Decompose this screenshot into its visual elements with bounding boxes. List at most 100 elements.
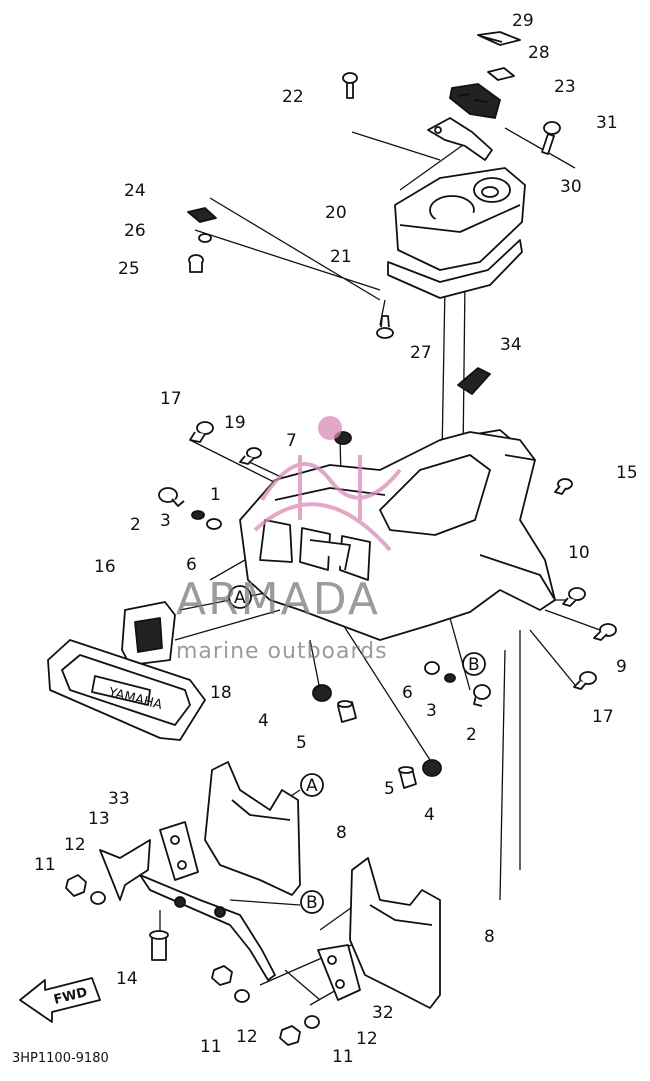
ref-a-circle-lower: A xyxy=(300,773,324,797)
watermark-logo-icon xyxy=(253,416,402,552)
label-11-right: 11 xyxy=(332,1047,354,1067)
ref-a-label-upper: A xyxy=(234,588,246,608)
watermark-title: ARMADA xyxy=(176,574,380,625)
part-8-mudflap-right xyxy=(349,857,441,1009)
part-25-screw xyxy=(188,254,204,273)
part-27-screw xyxy=(376,315,394,339)
part-17-screw-upper xyxy=(189,421,214,443)
part-11-nut-left xyxy=(65,874,87,897)
part-11-nut-center xyxy=(211,965,233,986)
label-4-left: 4 xyxy=(258,711,269,731)
flap-stay-bar xyxy=(139,874,276,981)
label-26: 26 xyxy=(124,221,146,241)
label-33: 33 xyxy=(108,789,130,809)
label-8-left: 8 xyxy=(336,823,347,843)
part-6-washer-left xyxy=(206,518,222,530)
part-31-screw xyxy=(541,121,561,155)
label-21: 21 xyxy=(330,247,352,267)
part-2-bolt-right xyxy=(473,684,491,707)
label-13: 13 xyxy=(88,809,110,829)
label-12-left: 12 xyxy=(64,835,86,855)
part-12-washer-right xyxy=(304,1015,320,1029)
part-22-screw xyxy=(342,72,358,99)
part-21-gasket xyxy=(387,239,523,299)
part-20-meter-panel xyxy=(394,167,526,271)
label-5-right: 5 xyxy=(384,779,395,799)
part-10-screw xyxy=(562,587,586,607)
part-3-washer-right xyxy=(444,673,456,683)
label-25: 25 xyxy=(118,259,140,279)
label-12-right: 12 xyxy=(356,1029,378,1049)
part-1-front-fender xyxy=(239,429,556,641)
label-14: 14 xyxy=(116,969,138,989)
part-17-screw-lower xyxy=(573,671,597,690)
ref-b-circle-upper: B xyxy=(462,652,486,676)
ref-b-label-upper: B xyxy=(468,655,480,675)
part-8-mudflap-left xyxy=(204,761,301,896)
label-16: 16 xyxy=(94,557,116,577)
label-1: 1 xyxy=(210,485,221,505)
part-13-bracket xyxy=(99,839,151,901)
label-3-right: 3 xyxy=(426,701,437,721)
label-10: 10 xyxy=(568,543,590,563)
label-11-center: 11 xyxy=(200,1037,222,1057)
label-27: 27 xyxy=(410,343,432,363)
part-26-washer xyxy=(198,233,212,243)
label-6-right: 6 xyxy=(402,683,413,703)
label-29: 29 xyxy=(512,11,534,31)
label-23: 23 xyxy=(554,77,576,97)
part-14-bolt xyxy=(149,930,169,961)
part-12-washer-left xyxy=(90,891,106,905)
label-28: 28 xyxy=(528,43,550,63)
watermark: ARMADA marine outboards xyxy=(176,416,402,664)
ref-a-circle-upper: A xyxy=(228,585,252,609)
label-30: 30 xyxy=(560,177,582,197)
part-labels: 29 28 23 22 31 30 24 20 26 21 25 27 34 1… xyxy=(34,11,638,1067)
part-32-plate xyxy=(317,944,361,1001)
label-2-left: 2 xyxy=(130,515,141,535)
part-2-bolt-left xyxy=(158,487,185,507)
part-24-clip xyxy=(187,207,217,223)
label-18: 18 xyxy=(210,683,232,703)
part-3-washer-left xyxy=(191,510,205,520)
label-8-right: 8 xyxy=(484,927,495,947)
label-17-upper: 17 xyxy=(160,389,182,409)
part-9-screw xyxy=(593,623,617,641)
part-30-bracket xyxy=(427,117,493,161)
watermark-subtitle: marine outboards xyxy=(176,639,388,664)
part-34-grommet xyxy=(457,367,491,395)
part-12-washer-center xyxy=(234,989,250,1003)
label-22: 22 xyxy=(282,87,304,107)
fwd-arrow-icon: FWD xyxy=(19,977,101,1023)
label-34: 34 xyxy=(500,335,522,355)
label-20: 20 xyxy=(325,203,347,223)
part-28-plate xyxy=(487,67,515,81)
label-17-lower: 17 xyxy=(592,707,614,727)
label-4-right: 4 xyxy=(424,805,435,825)
part-6-washer-right xyxy=(424,661,440,675)
part-23-switch-holder xyxy=(449,83,501,119)
part-16-reflector xyxy=(121,601,176,666)
part-15-screw xyxy=(554,478,573,495)
label-7: 7 xyxy=(286,431,297,451)
ref-b-label-lower: B xyxy=(306,893,318,913)
ref-b-circle-lower: B xyxy=(300,890,324,914)
label-11-left: 11 xyxy=(34,855,56,875)
part-5-bushing-right xyxy=(398,766,417,789)
label-5-left: 5 xyxy=(296,733,307,753)
part-33-plate xyxy=(159,821,199,881)
part-4-collar-left xyxy=(312,684,332,702)
label-3-left: 3 xyxy=(160,511,171,531)
label-6-left: 6 xyxy=(186,555,197,575)
ref-a-label-lower: A xyxy=(306,776,318,796)
label-15: 15 xyxy=(616,463,638,483)
diagram-code: 3HP1100-9180 xyxy=(12,1051,109,1066)
part-29-plate xyxy=(477,31,521,46)
part-4-collar-right xyxy=(422,759,442,777)
part-11-nut-right xyxy=(279,1025,301,1046)
label-31: 31 xyxy=(596,113,618,133)
label-9: 9 xyxy=(616,657,627,677)
label-2-right: 2 xyxy=(466,725,477,745)
label-12-center: 12 xyxy=(236,1027,258,1047)
label-32: 32 xyxy=(372,1003,394,1023)
